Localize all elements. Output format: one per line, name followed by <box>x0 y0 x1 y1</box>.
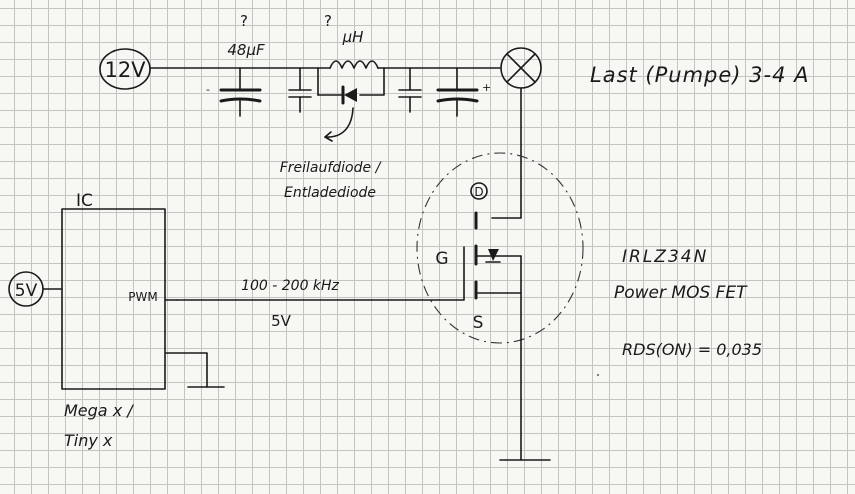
supply-5v-label: 5V <box>15 281 38 301</box>
freewheel-diode-label-1: Freilaufdiode / <box>280 160 382 176</box>
input-capacitor-plate-bottom <box>219 97 262 103</box>
body-diode-triangle <box>488 249 499 261</box>
supply-5v: 5V <box>8 271 63 307</box>
freewheel-diode-pointer-head <box>324 131 333 142</box>
mosfet-part-number: IRLZ34N <box>622 247 708 267</box>
mosfet: D G S <box>176 152 584 344</box>
output-capacitor-plate-bottom <box>436 97 479 103</box>
ic-body <box>61 208 166 390</box>
input-capacitor-note: ? <box>240 12 248 30</box>
inductor-note: ? <box>324 12 332 30</box>
input-capacitor: - ? 48µF <box>206 12 265 117</box>
supply-12v-circle <box>99 48 151 90</box>
gate-wire <box>176 246 465 301</box>
pwm-frequency: 100 - 200 kHz <box>241 278 339 294</box>
mosfet-type: Power MOS FET <box>614 283 748 303</box>
small-capacitor-2 <box>398 67 422 113</box>
freewheel-diode-triangle <box>344 88 357 102</box>
load-cross <box>506 53 536 83</box>
mosfet-info: IRLZ34N Power MOS FET RDS(ON) = 0,035 <box>614 247 762 359</box>
load-label: Last (Pumpe) 3-4 A <box>590 63 810 87</box>
drain-pin-label: D <box>474 185 483 199</box>
ic-pwm-pin: PWM <box>128 290 157 304</box>
output-capacitor: + <box>436 67 491 117</box>
stray-dot <box>597 374 599 376</box>
freewheel-diode-label-2: Entladediode <box>284 185 376 201</box>
output-capacitor-polarity: + <box>482 81 491 94</box>
inductor-coil <box>329 60 379 69</box>
ic-title: IC <box>76 191 93 211</box>
pwm-level: 5V <box>271 312 292 330</box>
drain-wire <box>491 87 522 219</box>
inductor: ? µH <box>324 12 379 69</box>
ic: IC PWM Mega x / Tiny x <box>61 191 166 450</box>
ic-name-1: Mega x / <box>64 401 134 420</box>
freewheel-diode: Freilaufdiode / Entladediode <box>280 67 385 201</box>
drain-pin-marker <box>470 182 488 200</box>
mosfet-rds: RDS(ON) = 0,035 <box>622 340 762 359</box>
freewheel-diode-lead-right <box>359 67 385 96</box>
supply-12v-label: 12V <box>104 58 146 82</box>
ic-ground-wire <box>165 352 208 388</box>
mosfet-outline <box>416 152 584 344</box>
ic-name-2: Tiny x <box>64 431 113 450</box>
source-pin-label: S <box>473 313 484 333</box>
load: Last (Pumpe) 3-4 A <box>500 47 810 89</box>
small-capacitor-1 <box>288 67 312 113</box>
inductor-value: µH <box>342 28 364 46</box>
gate-pin-label: G <box>435 249 448 269</box>
freewheel-diode-pointer <box>324 107 354 138</box>
input-capacitor-polarity: - <box>206 83 210 96</box>
supply-12v: 12V <box>99 48 151 90</box>
input-capacitor-value: 48µF <box>227 41 265 59</box>
